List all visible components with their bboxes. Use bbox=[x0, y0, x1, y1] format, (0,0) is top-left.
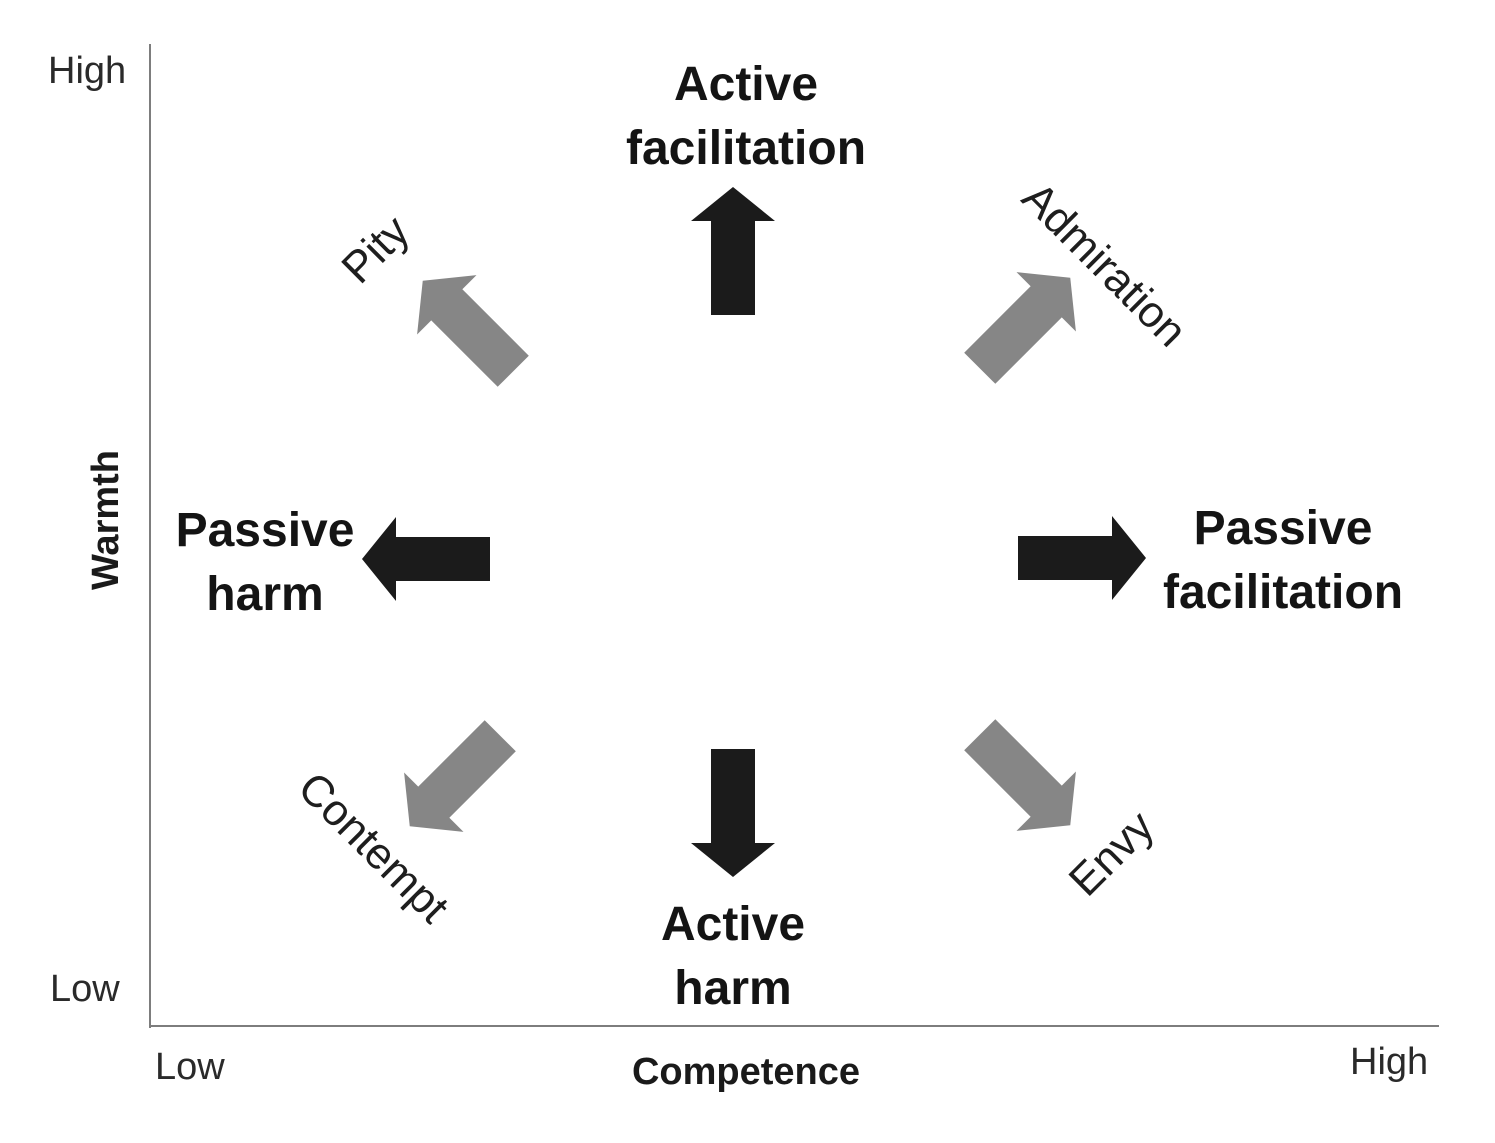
x-axis-high-label: High bbox=[1350, 1041, 1429, 1083]
arrow-right bbox=[1018, 516, 1146, 600]
active-facilitation-line1: Active bbox=[673, 58, 819, 111]
active-harm-line2: harm bbox=[674, 962, 792, 1015]
arrow-down-right bbox=[950, 705, 1100, 855]
x-axis-title: Competence bbox=[631, 1051, 861, 1093]
y-axis-title: Warmth bbox=[85, 449, 127, 591]
passive-harm-line2: harm bbox=[206, 568, 324, 621]
passive-facilitation-line1: Passive bbox=[1193, 502, 1373, 555]
passive-harm-line1: Passive bbox=[175, 504, 355, 557]
active-harm-line1: Active bbox=[660, 898, 806, 951]
passive-harm-label: Passive harm bbox=[176, 499, 355, 627]
active-facilitation-label: Active facilitation bbox=[626, 53, 866, 181]
x-axis-line bbox=[149, 1025, 1439, 1027]
passive-facilitation-label: Passive facilitation bbox=[1163, 497, 1403, 625]
y-axis-line bbox=[149, 44, 151, 1028]
arrow-up bbox=[691, 187, 775, 315]
y-axis-low-label: Low bbox=[50, 968, 120, 1010]
arrow-up-left bbox=[393, 251, 543, 401]
passive-facilitation-line2: facilitation bbox=[1162, 566, 1404, 619]
active-facilitation-line2: facilitation bbox=[625, 122, 867, 175]
active-harm-label: Active harm bbox=[661, 893, 805, 1021]
x-axis-low-label: Low bbox=[155, 1046, 225, 1088]
arrow-left bbox=[362, 517, 490, 601]
arrow-down bbox=[691, 749, 775, 877]
y-axis-high-label: High bbox=[48, 50, 127, 92]
arrow-down-left bbox=[380, 706, 530, 856]
